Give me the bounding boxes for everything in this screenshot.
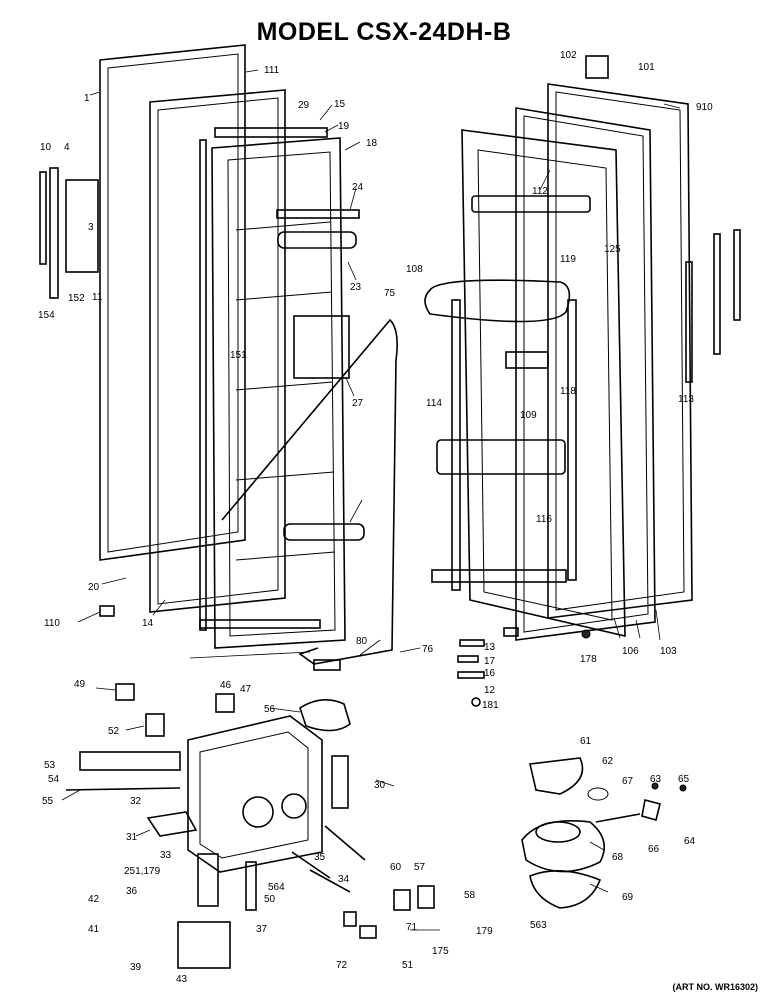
callout-52: 52	[108, 726, 120, 737]
callout-109: 109	[520, 410, 537, 421]
callout-179: 179	[476, 926, 493, 937]
callout-119-top: 119	[560, 254, 576, 265]
callout-14: 14	[142, 618, 154, 629]
callout-69: 69	[622, 892, 634, 903]
art-number: (ART NO. WR16302)	[672, 982, 758, 992]
callout-27: 27	[352, 398, 364, 409]
callout-103: 103	[660, 646, 677, 657]
callout-251-179: 251,179	[124, 866, 161, 877]
callout-66: 66	[648, 844, 660, 855]
callout-60: 60	[390, 862, 402, 873]
callout-33: 33	[160, 850, 172, 861]
callout-15-top: 15	[334, 99, 346, 110]
callout-112: 112	[532, 186, 548, 197]
callout-102: 102	[560, 50, 577, 61]
callout-19: 19	[338, 121, 350, 132]
callout-116: 116	[536, 514, 552, 525]
callout-29: 29	[298, 100, 310, 111]
callout-80: 80	[356, 636, 368, 647]
callout-3: 3	[88, 222, 94, 233]
callout-75: 75	[384, 288, 396, 299]
callout-111-left: 111	[264, 65, 280, 76]
callout-50: 50	[264, 894, 276, 905]
callout-18-left: 18	[366, 138, 378, 149]
callout-65: 65	[678, 774, 690, 785]
callout-24-top: 24	[352, 182, 364, 193]
callout-43: 43	[176, 974, 188, 985]
callout-12: 12	[484, 685, 496, 696]
callout-41: 41	[88, 924, 100, 935]
callout-54: 54	[48, 774, 60, 785]
callout-labels: 1 3 4 10 11 12 13 14 15 16 17 18 19 20 2…	[38, 50, 713, 985]
callout-76: 76	[422, 644, 434, 655]
freezer-door-assembly	[39, 44, 365, 649]
callout-31: 31	[126, 832, 138, 843]
callout-42: 42	[88, 894, 100, 905]
callout-563: 563	[530, 920, 547, 931]
model-title: MODEL CSX-24DH-B	[256, 18, 512, 46]
callout-34: 34	[338, 874, 350, 885]
callout-175: 175	[432, 946, 449, 957]
callout-39: 39	[130, 962, 142, 973]
leader-lines	[61, 69, 681, 931]
callout-68: 68	[612, 852, 624, 863]
callout-63: 63	[650, 774, 662, 785]
callout-16: 16	[484, 668, 496, 679]
callout-62: 62	[602, 756, 614, 767]
callout-53: 53	[44, 760, 56, 771]
callout-67: 67	[622, 776, 634, 787]
callout-32: 32	[130, 796, 142, 807]
callout-47: 47	[240, 684, 252, 695]
callout-118: 118	[560, 386, 576, 397]
callout-55: 55	[42, 796, 54, 807]
callout-57: 57	[414, 862, 426, 873]
callout-10-left: 10	[40, 142, 52, 153]
callout-49: 49	[74, 679, 86, 690]
callout-56: 56	[264, 704, 276, 715]
callout-154-left: 154	[38, 310, 55, 321]
callout-51: 51	[402, 960, 414, 971]
callout-108: 108	[406, 264, 423, 275]
callout-36: 36	[126, 886, 138, 897]
hinge-hardware	[99, 605, 519, 707]
callout-71: 71	[406, 922, 418, 933]
ice-crusher-parts	[521, 629, 687, 909]
callout-4: 4	[64, 142, 70, 153]
callout-46: 46	[220, 680, 232, 691]
callout-17: 17	[484, 656, 496, 667]
callout-110-left: 110	[44, 618, 60, 629]
fresh-food-door-assembly	[424, 55, 741, 641]
callout-64: 64	[684, 836, 696, 847]
callout-181: 181	[482, 700, 499, 711]
callout-13: 13	[484, 642, 496, 653]
callout-11-left: 11	[92, 292, 103, 303]
callout-114-left: 114	[426, 398, 442, 409]
callout-564: 564	[268, 882, 285, 893]
dispenser-mechanism	[65, 318, 435, 969]
callout-113: 113	[678, 394, 694, 405]
callout-61: 61	[580, 736, 592, 747]
callout-37: 37	[256, 924, 268, 935]
callout-35: 35	[314, 852, 326, 863]
callout-1: 1	[84, 93, 90, 104]
callout-178-right: 178	[580, 654, 597, 665]
callout-72: 72	[336, 960, 348, 971]
callout-910: 910	[696, 102, 713, 113]
callout-151: 151	[230, 350, 247, 361]
callout-125: 125	[604, 244, 621, 255]
callout-20: 20	[88, 582, 100, 593]
callout-30: 30	[374, 780, 386, 791]
callout-106: 106	[622, 646, 639, 657]
callout-152-left: 152	[68, 293, 85, 304]
callout-101: 101	[638, 62, 655, 73]
callout-58: 58	[464, 890, 476, 901]
callout-23: 23	[350, 282, 362, 293]
